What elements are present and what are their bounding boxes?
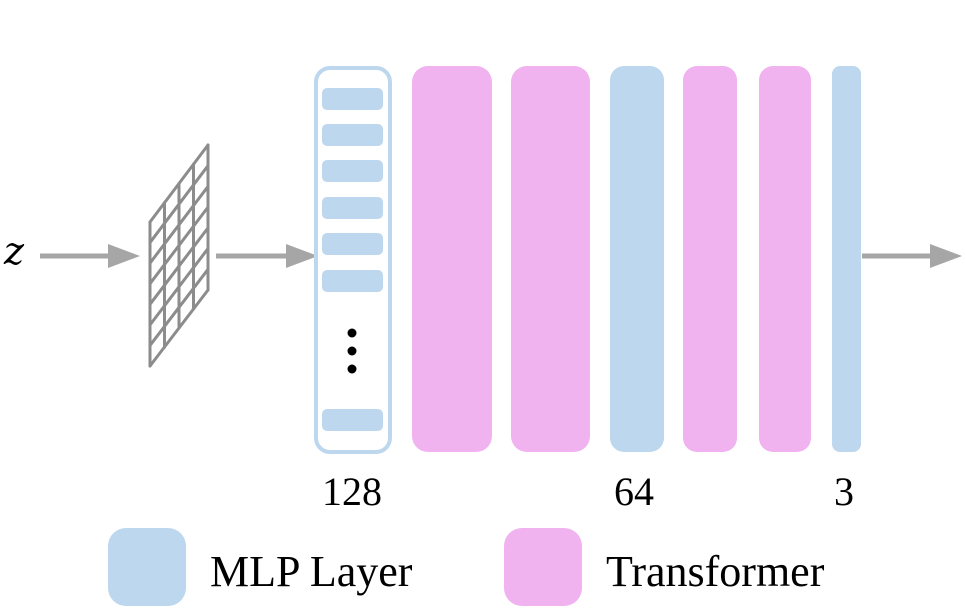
mlp-layer-64 — [610, 66, 664, 452]
layer-size-label-128: 128 — [322, 469, 382, 514]
layer-size-label-64: 64 — [614, 469, 654, 514]
grid-line — [148, 226, 210, 306]
embedding-row — [322, 124, 383, 146]
mlp-layer-3 — [832, 66, 861, 452]
grid-line — [148, 164, 210, 245]
grid-line — [148, 205, 210, 286]
transformer-block-4 — [759, 66, 811, 452]
input-variable-z: z — [4, 229, 25, 273]
arrow-output — [862, 244, 962, 268]
legend-label-transformer: Transformer — [606, 547, 825, 596]
arrow-grid-to-embedding — [216, 244, 318, 268]
legend-swatch-transformer — [504, 528, 582, 606]
ellipsis-dot — [347, 364, 357, 374]
grid-line — [148, 247, 210, 327]
arrow-input-to-grid — [40, 244, 140, 268]
ellipsis-dot — [347, 346, 357, 356]
embedding-row — [322, 160, 383, 182]
embedding-row — [322, 197, 383, 219]
layer-size-label-3: 3 — [834, 469, 854, 514]
feature-grid-icon — [148, 143, 210, 368]
legend-label-mlp: MLP Layer — [210, 547, 413, 596]
grid-line — [148, 267, 210, 347]
transformer-block-1 — [412, 66, 492, 452]
grid-line — [148, 143, 210, 224]
embedding-row — [322, 233, 383, 255]
ellipsis-dot — [347, 328, 357, 338]
transformer-block-3 — [683, 66, 737, 452]
embedding-layer-128 — [314, 66, 392, 454]
grid-line — [148, 288, 210, 368]
transformer-block-2 — [511, 66, 590, 452]
grid-line — [148, 184, 210, 265]
embedding-row — [322, 270, 383, 292]
legend-swatch-mlp — [108, 528, 186, 606]
embedding-row — [322, 409, 383, 431]
embedding-row — [322, 88, 383, 110]
